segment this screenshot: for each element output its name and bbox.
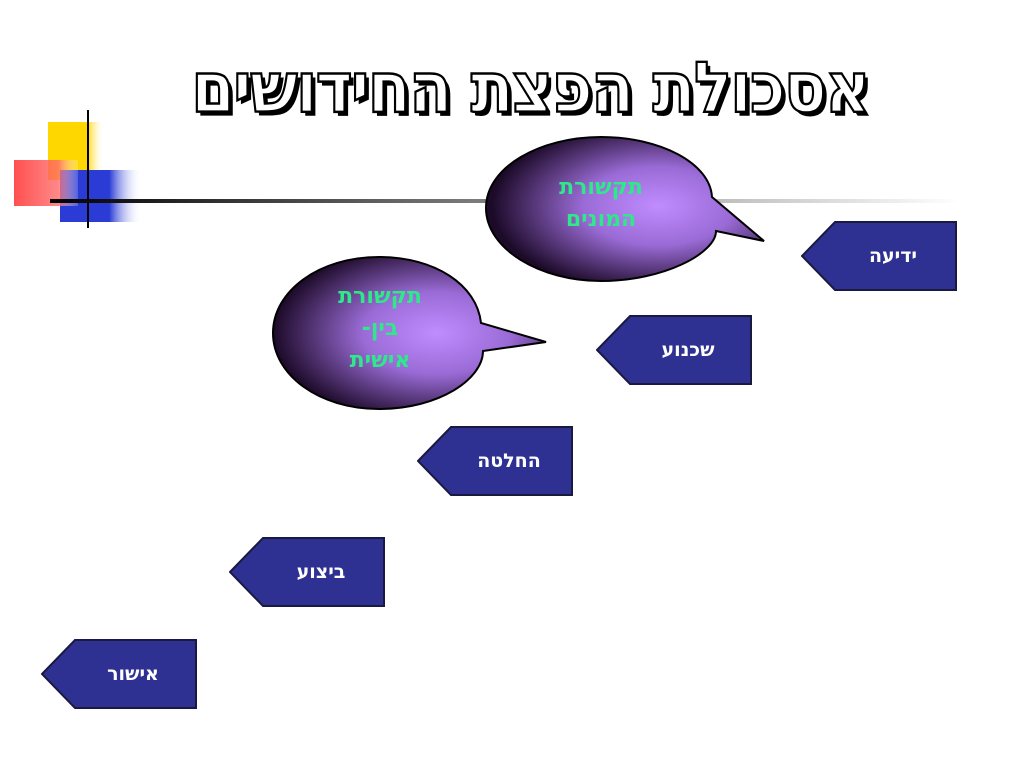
stage-knowledge-label: ידיעה: [868, 245, 918, 267]
bubble-interpersonal-line1: תקשורת: [338, 284, 422, 309]
stage-confirmation: אישור: [41, 639, 197, 709]
speech-bubble-interpersonal: [271, 255, 547, 411]
bubble-mass-line2: המונים: [565, 207, 637, 232]
bubble-interpersonal-text: תקשורת בין- אישית: [295, 281, 465, 377]
bubble-mass-text: תקשורת המונים: [516, 172, 686, 236]
stage-persuasion: שכנוע: [596, 315, 752, 385]
bubble-interpersonal-line2: בין-: [361, 316, 399, 341]
bubble-mass-line1: תקשורת: [559, 175, 643, 200]
stage-decision: החלטה: [417, 426, 573, 496]
stage-implementation: ביצוע: [229, 537, 385, 607]
corner-decoration: [14, 110, 160, 228]
speech-bubble-mass: [484, 135, 765, 283]
slide-title: אסכולת הפצת החידושים: [190, 46, 872, 130]
stage-confirmation-label: אישור: [107, 663, 159, 685]
stage-knowledge: ידיעה: [801, 221, 957, 291]
stage-decision-label: החלטה: [477, 450, 541, 472]
red-square: [14, 160, 78, 206]
bubble-interpersonal-line3: אישית: [349, 348, 411, 373]
stage-implementation-label: ביצוע: [296, 561, 346, 583]
stage-persuasion-label: שכנוע: [661, 339, 715, 361]
